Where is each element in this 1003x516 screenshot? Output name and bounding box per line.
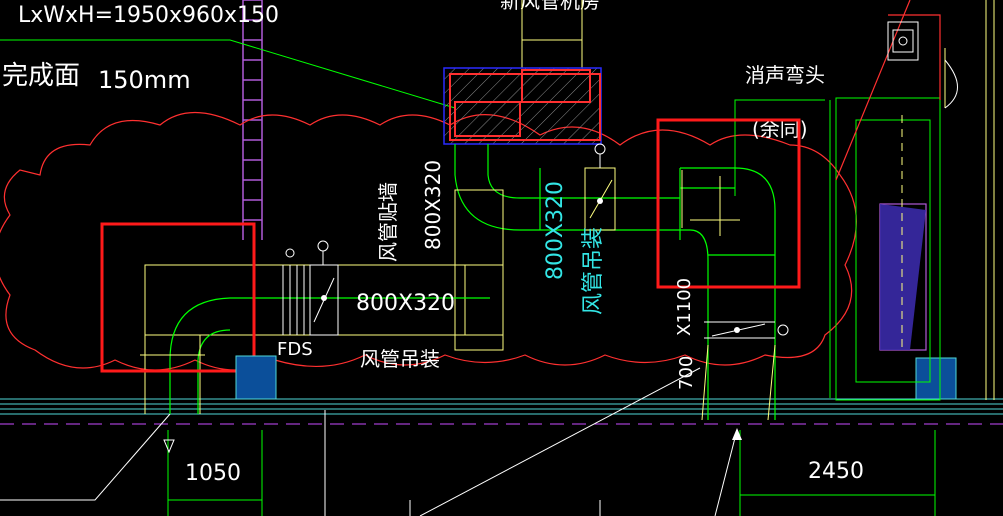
top-duct xyxy=(521,0,583,68)
leader-lines-white xyxy=(0,367,738,516)
duct-wall-size-label: 800X320 xyxy=(421,160,445,250)
arrow-down xyxy=(163,439,175,454)
left-riser xyxy=(140,335,205,414)
dim-left-label: 1050 xyxy=(185,461,241,486)
muffler-elbow-label: 消声弯头 xyxy=(745,63,825,87)
left-wall-ladder xyxy=(242,0,263,240)
duct-vertical-label-2: 700 xyxy=(676,356,697,390)
duct-wall-mount-label: 风管贴墙 xyxy=(376,182,400,262)
duct-hang-left-label: 风管吊装 xyxy=(360,347,440,371)
damper-icon xyxy=(597,198,603,204)
equipment-block-left xyxy=(235,355,277,400)
vertical-grid-lines xyxy=(324,410,601,516)
muffler-elbow xyxy=(680,167,776,420)
equipment-block-right xyxy=(915,357,957,400)
dimension-lines xyxy=(167,430,936,516)
highlight-box-left xyxy=(100,222,256,373)
valve-icon-right xyxy=(777,324,789,336)
dimension-top-label: LxWxH=1950x960x150 xyxy=(18,3,279,28)
left-duct-inner xyxy=(169,297,490,414)
arrow-up xyxy=(732,428,742,440)
top-partial-label: 新风管机房 xyxy=(500,0,600,13)
right-riser xyxy=(701,344,776,421)
leader-line-elbow xyxy=(734,99,825,196)
dim-right-label: 2450 xyxy=(808,459,864,484)
valve-icon-left-small xyxy=(285,248,295,258)
main-duct-center xyxy=(454,144,681,240)
purple-fill xyxy=(880,204,926,350)
duct-size-left-label: 800X320 xyxy=(356,291,455,316)
right-shaft xyxy=(829,97,941,401)
finish-surface-label: 完成面 xyxy=(2,61,80,91)
duct-vertical-label: X1100 xyxy=(674,278,695,336)
duct-hang-center-label: 风管吊装 xyxy=(581,227,606,315)
highlight-box-right xyxy=(656,118,801,289)
ahu-unit xyxy=(443,67,602,145)
leader-line-top xyxy=(0,39,456,109)
muffler-elbow-inner xyxy=(681,170,740,236)
electrical-panel-icon xyxy=(887,21,919,61)
finish-value-label: 150mm xyxy=(98,66,191,94)
duct-size-center-label: 800X320 xyxy=(543,181,568,280)
fds-label: FDS xyxy=(277,339,313,360)
fire-damper-icon xyxy=(282,264,339,336)
